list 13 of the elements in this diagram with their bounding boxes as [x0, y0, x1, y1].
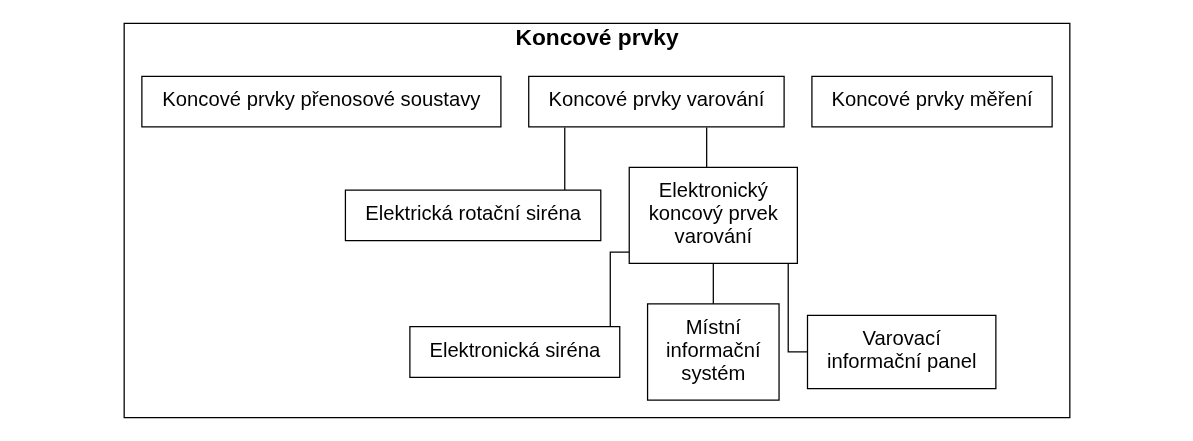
node-box: Varovací informační panel	[806, 314, 996, 390]
connector	[787, 262, 808, 353]
node-box: Koncové prvky varování	[527, 75, 785, 128]
node-box: Místní informační systém	[646, 303, 780, 401]
connector	[712, 262, 714, 305]
node-box: Elektronická siréna	[408, 326, 620, 378]
connector	[705, 126, 707, 168]
node-box: Elektrická rotační siréna	[344, 189, 601, 242]
node-box: Koncové prvky měření	[810, 75, 1053, 128]
node-box: Koncové prvky přenosové soustavy	[140, 75, 502, 128]
connector	[563, 126, 565, 191]
node-box: Elektronický koncový prvek varování	[628, 166, 798, 265]
connector	[609, 251, 630, 327]
